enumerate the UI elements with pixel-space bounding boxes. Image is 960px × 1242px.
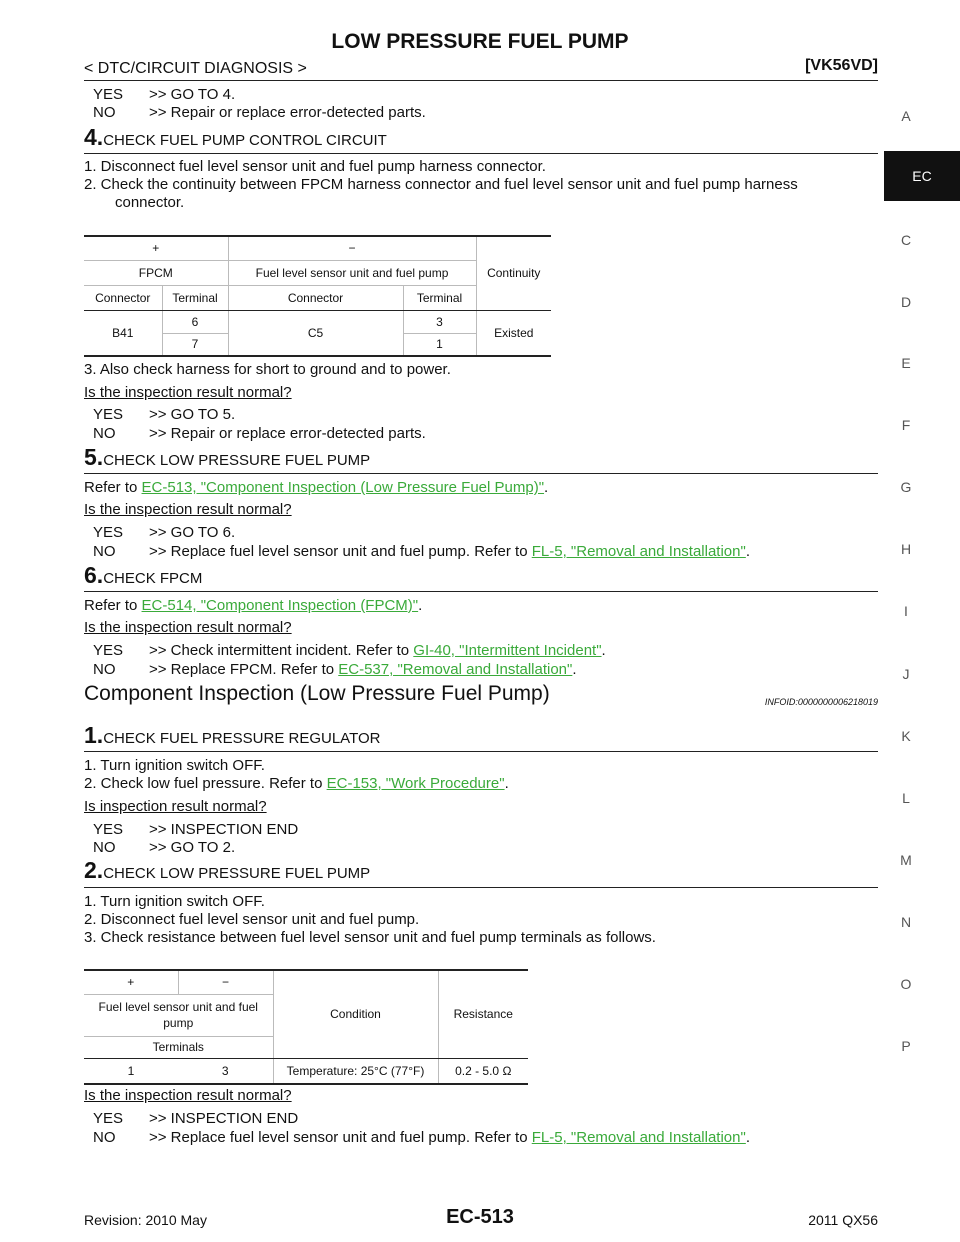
sidebar-letter-i[interactable]: I (904, 603, 908, 619)
plus-header: + (84, 235, 228, 261)
link-removal-installation[interactable]: EC-537, "Removal and Installation" (338, 661, 573, 678)
instruction: 1. Turn ignition switch OFF. (84, 893, 265, 910)
step-rule (84, 751, 878, 752)
minus-header: − (227, 235, 476, 261)
sidebar-letter-p[interactable]: P (901, 1038, 911, 1054)
result-yes: YES>> Check intermittent incident. Refer… (93, 642, 606, 659)
model-year: 2011 QX56 (808, 1212, 878, 1228)
result-yes: YES>> INSPECTION END (93, 821, 299, 838)
sidebar-letter-d[interactable]: D (900, 294, 912, 310)
revision-label: Revision: 2010 May (84, 1212, 207, 1228)
instruction: 1. Disconnect fuel level sensor unit and… (84, 158, 546, 175)
resistance-table: + − Condition Resistance Fuel level sens… (84, 969, 528, 1085)
inspection-question: Is the inspection result normal? (84, 619, 292, 636)
minus-header: − (177, 969, 273, 995)
instruction: 2. Check low fuel pressure. Refer to EC-… (84, 775, 509, 792)
result-no: NO>> Repair or replace error-detected pa… (93, 104, 426, 121)
sidebar-letter-m[interactable]: M (900, 852, 912, 868)
sidebar-letter-n[interactable]: N (900, 914, 912, 930)
sidebar-letter-k[interactable]: K (901, 728, 911, 744)
fpcm-header: FPCM (84, 260, 228, 286)
step-rule (84, 153, 878, 154)
result-no: NO>> GO TO 2. (93, 839, 236, 856)
condition-header: Condition (272, 969, 438, 1059)
step-heading: 5.CHECK LOW PRESSURE FUEL PUMP (84, 444, 371, 470)
inspection-question: Is the inspection result normal? (84, 384, 292, 401)
cell-terminal: 7 (161, 333, 228, 357)
step-rule (84, 473, 878, 474)
terminal-header: Terminal (161, 285, 228, 311)
sidebar-letter-c[interactable]: C (900, 232, 912, 248)
step-rule (84, 887, 878, 888)
terminals-header: Terminals (84, 1036, 273, 1059)
page-title: LOW PRESSURE FUEL PUMP (331, 30, 629, 53)
result-yes: YES>> GO TO 4. (93, 86, 236, 103)
section-title: Component Inspection (Low Pressure Fuel … (84, 682, 550, 705)
cell-terminal: 3 (178, 1058, 273, 1085)
header-rule (84, 80, 878, 81)
cell-existed: Existed (475, 310, 551, 357)
sidebar-letter-a[interactable]: A (901, 108, 911, 124)
inspection-question: Is inspection result normal? (84, 798, 267, 815)
fuel-unit-header: Fuel level sensor unit and fuel pump (227, 260, 476, 286)
step-rule (84, 591, 878, 592)
inspection-question: Is the inspection result normal? (84, 1087, 292, 1104)
instruction: 1. Turn ignition switch OFF. (84, 757, 265, 774)
instruction: 3. Check resistance between fuel level s… (84, 929, 656, 946)
continuity-table: + − Continuity FPCM Fuel level sensor un… (84, 235, 551, 357)
result-no: NO>> Repair or replace error-detected pa… (93, 425, 426, 442)
step-heading: 6.CHECK FPCM (84, 562, 203, 588)
result-no: NO>> Replace fuel level sensor unit and … (93, 1129, 750, 1146)
sidebar-letter-o[interactable]: O (900, 976, 912, 992)
step-heading: 2.CHECK LOW PRESSURE FUEL PUMP (84, 857, 371, 883)
sidebar-letter-g[interactable]: G (900, 479, 912, 495)
result-yes: YES>> GO TO 6. (93, 524, 236, 541)
cell-terminal: 1 (402, 333, 476, 357)
page-number: EC-513 (446, 1206, 514, 1228)
instruction: connector. (115, 194, 185, 211)
instruction: 2. Check the continuity between FPCM har… (84, 176, 798, 193)
sidebar-letter-f[interactable]: F (901, 417, 911, 433)
sidebar-tab-ec[interactable]: EC (884, 151, 960, 201)
cell-condition: Temperature: 25°C (77°F) (272, 1058, 438, 1085)
cell-terminal: 6 (161, 310, 228, 334)
cell-terminal: 3 (402, 310, 476, 334)
inspection-question: Is the inspection result normal? (84, 501, 292, 518)
link-work-procedure[interactable]: EC-153, "Work Procedure" (326, 775, 505, 792)
sidebar-letter-j[interactable]: J (902, 666, 910, 682)
section-label: < DTC/CIRCUIT DIAGNOSIS > (84, 60, 307, 77)
link-removal-installation[interactable]: FL-5, "Removal and Installation" (531, 1129, 746, 1146)
link-intermittent-incident[interactable]: GI-40, "Intermittent Incident" (413, 642, 602, 659)
cell-terminal: 1 (84, 1058, 178, 1085)
model-label: [VK56VD] (805, 57, 878, 74)
cell-resistance: 0.2 - 5.0 Ω (437, 1058, 528, 1085)
plus-header: + (84, 969, 178, 995)
resistance-header: Resistance (437, 969, 528, 1059)
continuity-header: Continuity (475, 235, 551, 311)
terminal-header: Terminal (402, 285, 476, 311)
connector-header: Connector (84, 285, 162, 311)
cell-c5: C5 (227, 310, 403, 357)
result-yes: YES>> INSPECTION END (93, 1110, 299, 1127)
info-id: INFOID:0000000006218019 (764, 697, 878, 707)
result-no: NO>> Replace FPCM. Refer to EC-537, "Rem… (93, 661, 577, 678)
link-component-inspection[interactable]: EC-513, "Component Inspection (Low Press… (141, 479, 545, 496)
refer-text: Refer to EC-513, "Component Inspection (… (84, 479, 549, 496)
result-no: NO>> Replace fuel level sensor unit and … (93, 543, 750, 560)
cell-b41: B41 (84, 310, 162, 357)
instruction: 3. Also check harness for short to groun… (84, 361, 451, 378)
refer-text: Refer to EC-514, "Component Inspection (… (84, 597, 423, 614)
sidebar-letter-l[interactable]: L (902, 790, 910, 806)
result-yes: YES>> GO TO 5. (93, 406, 236, 423)
step-heading: 1.CHECK FUEL PRESSURE REGULATOR (84, 722, 381, 748)
sidebar-letter-h[interactable]: H (900, 541, 912, 557)
connector-header: Connector (227, 285, 403, 311)
step-heading: 4.CHECK FUEL PUMP CONTROL CIRCUIT (84, 124, 387, 150)
link-removal-installation[interactable]: FL-5, "Removal and Installation" (531, 543, 746, 560)
instruction: 2. Disconnect fuel level sensor unit and… (84, 911, 420, 928)
sidebar-letter-e[interactable]: E (901, 355, 911, 371)
link-component-inspection-fpcm[interactable]: EC-514, "Component Inspection (FPCM)" (141, 597, 419, 614)
